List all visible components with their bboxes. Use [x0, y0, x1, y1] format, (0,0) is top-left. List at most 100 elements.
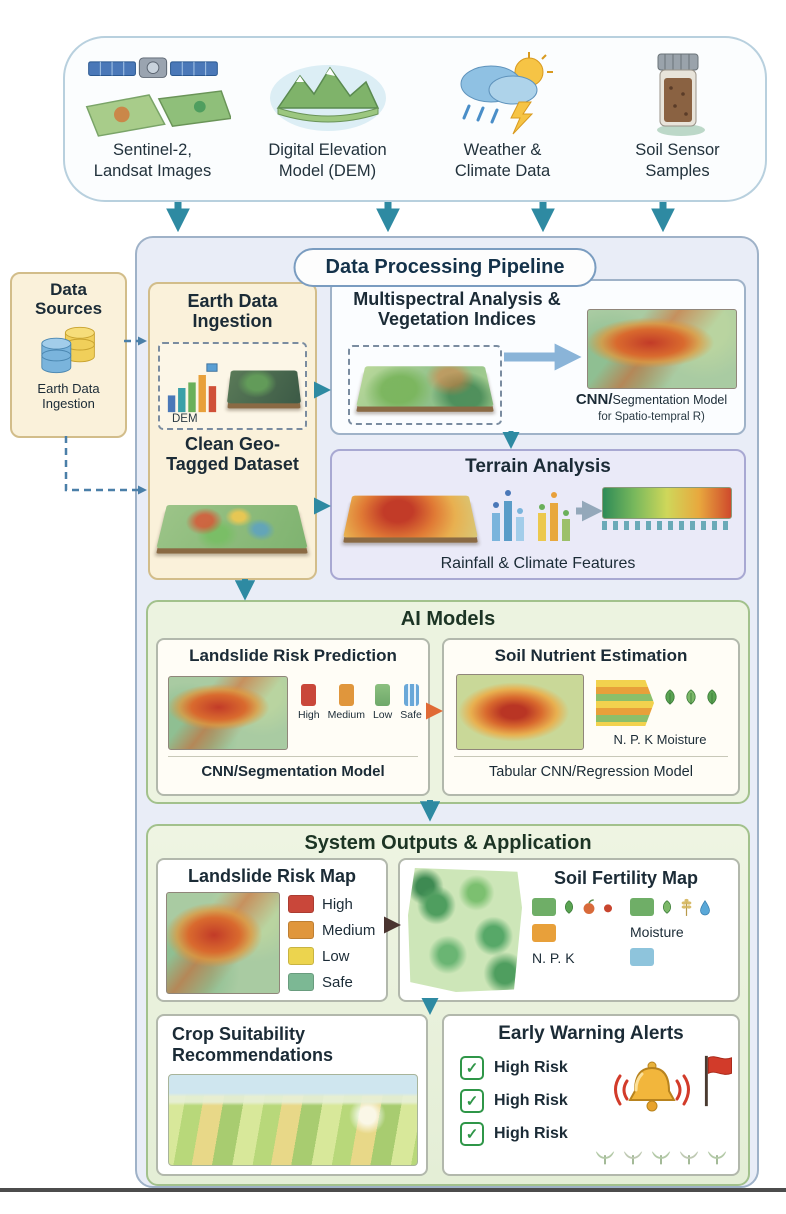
landslide-risk-map-box: Landslide Risk Map High Medium Low Safe: [156, 858, 388, 1002]
source-label: Sentinel-2, Landsat Images: [93, 141, 212, 180]
alert-item: High Risk: [460, 1122, 568, 1146]
alert-item: High Risk: [460, 1089, 568, 1113]
alert-list: High Risk High Risk High Risk: [460, 1056, 568, 1146]
early-warning-alerts-box: Early Warning Alerts High Risk High Risk…: [442, 1014, 740, 1176]
alert-label: High Risk: [494, 1092, 568, 1109]
clean-dataset-title: Clean Geo- Tagged Dataset: [166, 434, 299, 475]
fertility-legend: N. P. K Moisture: [532, 898, 711, 966]
landslide-model-label: CNN/Segmentation Model: [201, 763, 385, 780]
divider: [168, 756, 418, 757]
legend-label: High: [322, 895, 353, 913]
earth-data-ingestion-box: Earth Data Ingestion DEM Clean Geo- Tagg…: [148, 282, 317, 580]
legend-chip-low: [288, 947, 314, 965]
crop-suitability-box: Crop Suitability Recommendations: [156, 1014, 428, 1176]
source-soil: Soil Sensor Samples: [590, 38, 765, 200]
terrain-heat-slab-image: [343, 487, 478, 543]
multispectral-model-label: CNN/Segmentation Model: [564, 391, 739, 409]
risk-map-legend: High Medium Low Safe: [288, 895, 375, 999]
landslide-prediction-map: [168, 676, 288, 750]
risk-legend: High Medium Low Safe: [298, 684, 422, 721]
leaf-icon: [660, 898, 674, 916]
landslide-risk-prediction-box: Landslide Risk Prediction High Medium Lo…: [156, 638, 430, 796]
npk-bars-icon: [596, 680, 654, 726]
multispectral-analysis-box: Multispectral Analysis & Vegetation Indi…: [330, 279, 746, 435]
source-label: Weather & Climate Data: [454, 141, 551, 180]
legend-chip-green: [532, 898, 556, 916]
clean-dataset-image: [156, 496, 308, 554]
sprout-icon: [651, 1151, 671, 1165]
source-dem: Digital Elevation Model (DEM): [240, 38, 415, 200]
terrain-caption: Rainfall & Climate Features: [440, 555, 636, 572]
input-sources-panel: Sentinel-2, Landsat Images Digital Eleva…: [63, 36, 767, 202]
fertility-map-title: Soil Fertility Map: [553, 868, 699, 888]
multispectral-title: Multispectral Analysis & Vegetation Indi…: [353, 289, 561, 330]
leaf-icon: [562, 898, 576, 916]
farmland-image: [168, 1074, 418, 1166]
soil-nutrient-estimation-box: Soil Nutrient Estimation N. P. K Moistur…: [442, 638, 740, 796]
legend-chip-medium: [338, 684, 354, 706]
soil-nutrient-title: Soil Nutrient Estimation: [494, 646, 688, 665]
legend-label: Medium: [322, 921, 376, 939]
crop-suitability-title: Crop Suitability Recommendations: [172, 1024, 334, 1065]
soil-fertility-map-box: Soil Fertility Map N. P. K: [398, 858, 740, 1002]
landslide-prediction-title: Landslide Risk Prediction: [189, 646, 397, 665]
npk-label: N. P. K: [532, 950, 575, 966]
source-sentinel: Sentinel-2, Landsat Images: [65, 38, 240, 200]
bar-chart-icon: [166, 362, 218, 414]
dem-label: DEM: [172, 413, 198, 425]
checkbox-icon: [460, 1122, 484, 1146]
alarm-bell-icon: [604, 1058, 700, 1128]
alerts-title: Early Warning Alerts: [498, 1023, 684, 1044]
climate-heatmap-strip: [602, 487, 732, 519]
npk-moisture-label: N. P. K Moisture: [613, 732, 707, 747]
vegetation-indices-map: [587, 309, 737, 389]
satellite-icon: [75, 48, 231, 140]
legend-chip-low: [375, 684, 391, 706]
ingestion-preview: DEM: [158, 342, 307, 430]
divider: [454, 756, 728, 757]
legend-label: Medium: [327, 709, 365, 721]
legend-label: High: [298, 709, 320, 721]
data-sources-title: Data Sources: [34, 280, 103, 318]
legend-chip-green: [630, 898, 654, 916]
source-label: Digital Elevation Model (DEM): [268, 141, 387, 180]
soil-fertility-map-image: [408, 868, 522, 992]
soil-nutrient-map: [456, 674, 584, 750]
legend-chip-safe: [288, 973, 314, 991]
model-name: Segmentation Model: [612, 393, 728, 407]
sprout-icon: [623, 1151, 643, 1165]
alert-label: High Risk: [494, 1125, 568, 1142]
legend-chip-medium: [288, 921, 314, 939]
pipeline-title: Data Processing Pipeline: [293, 248, 597, 287]
heatmap-ticks: [602, 521, 730, 530]
data-sources-caption: Earth Data Ingestion: [37, 381, 100, 412]
soil-sensor-icon: [641, 48, 715, 140]
alert-item: High Risk: [460, 1056, 568, 1080]
bottom-rule: [0, 1188, 786, 1192]
soil-model-label: Tabular CNN/Regression Model: [489, 764, 693, 780]
legend-label: Low: [322, 947, 350, 965]
legend-label: Safe: [400, 709, 422, 721]
climate-bars-icon: [490, 485, 582, 543]
ingestion-title: Earth Data Ingestion: [187, 291, 278, 332]
landslide-risk-map-image: [166, 892, 280, 994]
source-label: Soil Sensor Samples: [635, 141, 720, 180]
system-outputs-title: System Outputs & Application: [304, 832, 592, 854]
multispectral-input-image: [348, 345, 502, 425]
checkbox-icon: [460, 1056, 484, 1080]
plants-row: [594, 1147, 728, 1167]
legend-label: Low: [372, 709, 393, 721]
legend-chip-high: [301, 684, 317, 706]
red-flag-icon: [700, 1052, 734, 1110]
weather-icon: [447, 48, 559, 140]
moisture-label: Moisture: [630, 924, 684, 940]
sprout-icon: [679, 1151, 699, 1165]
legend-chip-orange: [532, 924, 556, 942]
terrain-title: Terrain Analysis: [465, 456, 611, 477]
legend-chip-high: [288, 895, 314, 913]
data-sources-box: Data Sources Earth Data Ingestion: [10, 272, 127, 438]
sprout-icon: [707, 1151, 727, 1165]
dem-slab-image: [226, 364, 302, 408]
alert-label: High Risk: [494, 1059, 568, 1076]
